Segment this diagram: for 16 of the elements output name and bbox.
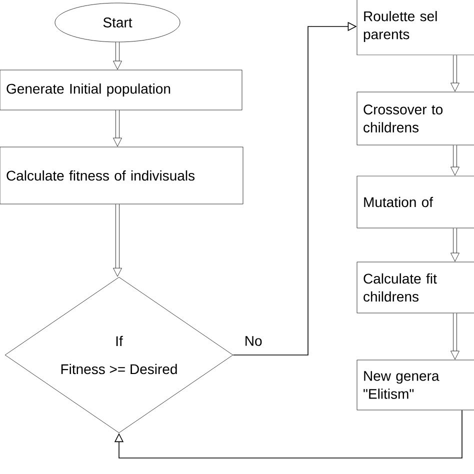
arrow: [114, 410, 462, 458]
process-box: Mutation of: [356, 176, 474, 228]
arrow: [450, 55, 460, 92]
arrow: [450, 313, 460, 360]
arrow: [450, 145, 460, 176]
process-box: Generate Initial population: [0, 70, 242, 110]
process-box: Roulette sel parents: [356, 0, 474, 56]
edge-label: No: [246, 336, 262, 346]
process-box: Calculate fit childrens: [356, 262, 474, 314]
arrow: [113, 42, 122, 70]
process-box: Calculate fitness of indivisuals: [0, 146, 244, 204]
arrow: [113, 110, 122, 147]
process-box: Crossover to childrens: [356, 92, 474, 146]
process-box: New genera "Elitism": [356, 360, 474, 410]
arrow: [113, 204, 122, 277]
arrow: [450, 228, 460, 262]
